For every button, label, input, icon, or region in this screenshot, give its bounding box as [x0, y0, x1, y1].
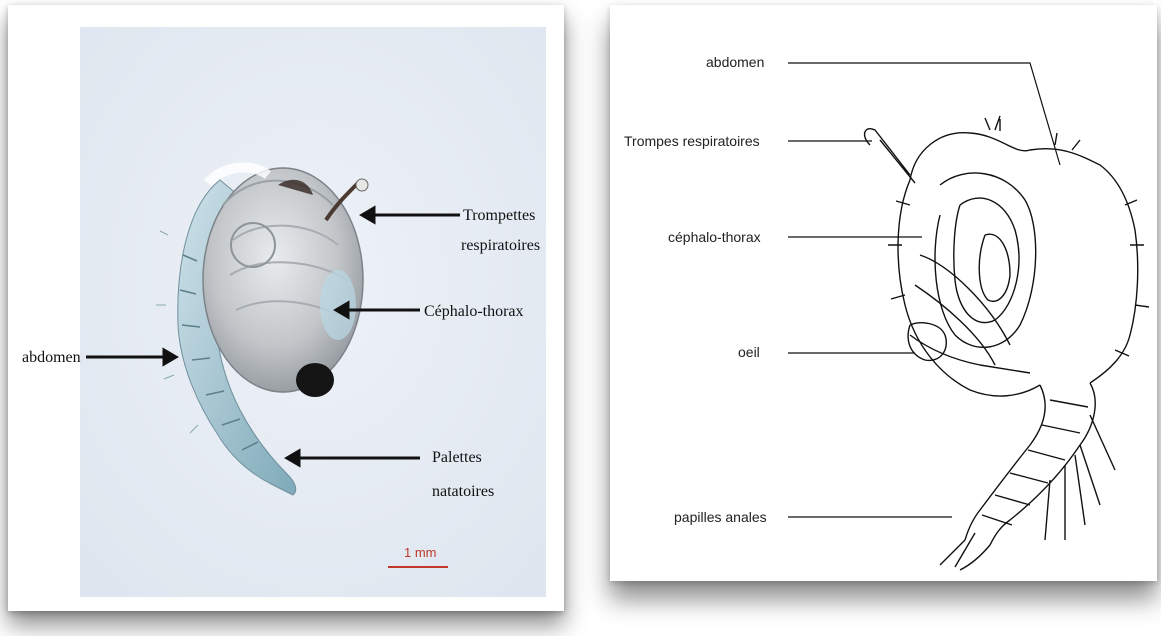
pupa-drawing: abdomen Trompes respiratoires céphalo-th… — [610, 5, 1157, 581]
label-palettes-2: natatoires — [432, 483, 494, 500]
photo-panel: Trompettes respiratoires Céphalo-thorax … — [8, 5, 564, 611]
label-trompettes-2: respiratoires — [461, 237, 540, 254]
label-trompes-respiratoires: Trompes respiratoires — [624, 133, 760, 149]
label-trompettes-1: Trompettes — [463, 207, 535, 224]
label-palettes-1: Palettes — [432, 449, 482, 466]
label-cephalo-thorax-drawing: céphalo-thorax — [668, 229, 761, 245]
label-cephalo-thorax: Céphalo-thorax — [424, 303, 524, 320]
label-oeil: oeil — [738, 344, 760, 360]
pupa-photo: Trompettes respiratoires Céphalo-thorax … — [8, 5, 564, 611]
label-abdomen-drawing: abdomen — [706, 54, 764, 70]
drawing-outline — [865, 116, 1149, 570]
eye-dot — [296, 363, 334, 397]
scale-bar-label: 1 mm — [404, 545, 437, 560]
label-abdomen-photo: abdomen — [22, 349, 81, 366]
drawing-panel: abdomen Trompes respiratoires céphalo-th… — [610, 5, 1157, 581]
label-papilles-anales: papilles anales — [674, 509, 767, 525]
drawing-leader-lines — [788, 63, 1060, 517]
